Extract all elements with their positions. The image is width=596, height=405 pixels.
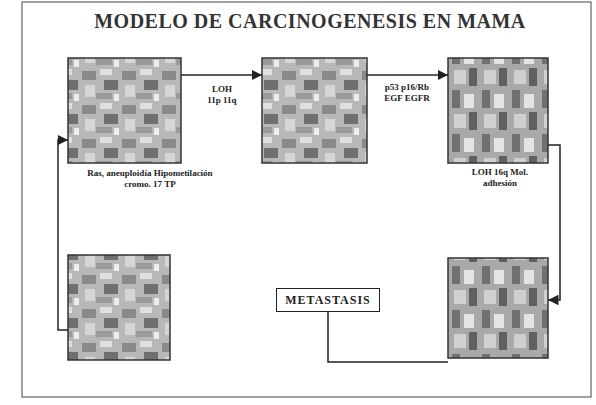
- arrow-label: LOH 16q Mol. adhesión: [458, 167, 542, 189]
- progression-arrow: [367, 74, 448, 76]
- node-label: METASTASIS: [285, 292, 371, 308]
- tissue-image: [262, 58, 367, 163]
- progression-arrow: [181, 74, 262, 76]
- tissue-image: [68, 255, 170, 360]
- slide-title: MODELO DE CARCINOGENESIS EN MAMA: [40, 10, 580, 33]
- tissue-image: [448, 258, 548, 358]
- arrow-label: Ras, aneuploidía Hipometilación cromo. 1…: [75, 168, 225, 190]
- arrow-label: p53 p16/Rb EGF EGFR: [384, 82, 430, 104]
- slide-frame: [22, 2, 591, 397]
- progression-arrow: [58, 140, 68, 330]
- tissue-image: [448, 58, 548, 163]
- progression-arrow: [548, 145, 560, 300]
- outcome-box: METASTASIS: [276, 288, 380, 312]
- arrow-label: LOH 11p 11q: [205, 84, 239, 106]
- tissue-image: [68, 58, 181, 163]
- metastasis-line: [328, 312, 448, 362]
